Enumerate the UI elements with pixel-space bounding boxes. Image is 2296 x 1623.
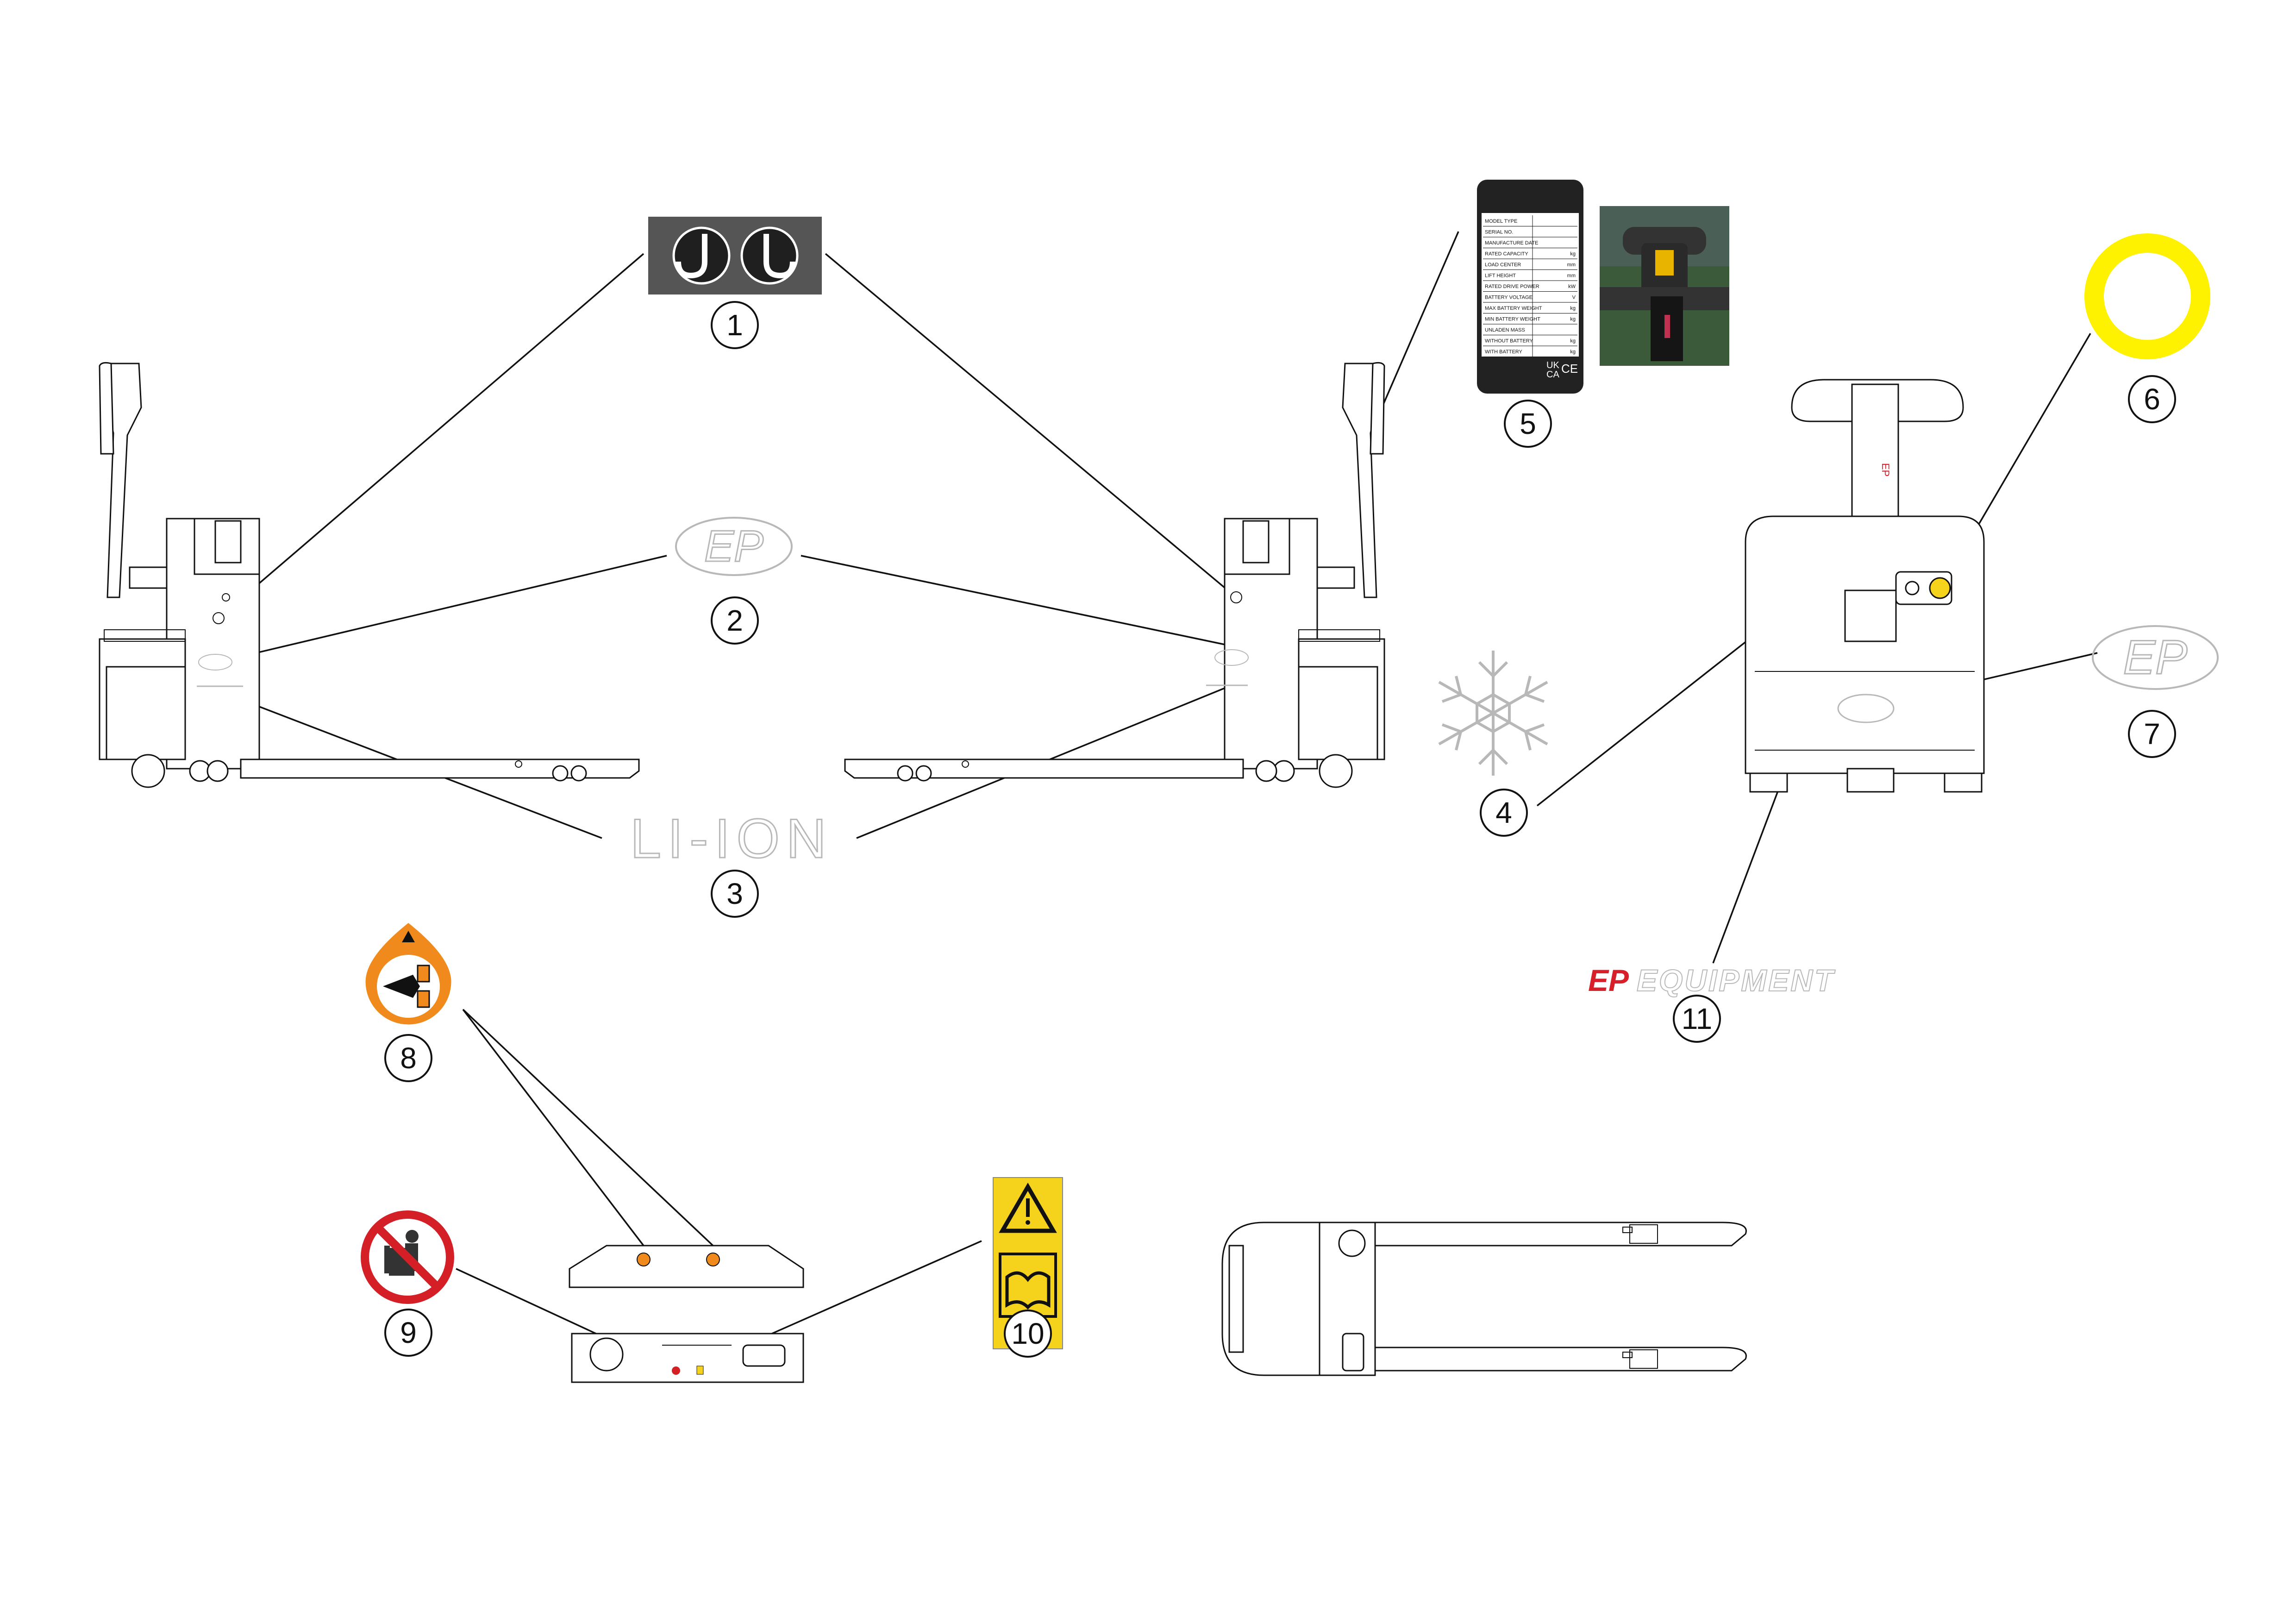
leader-2a <box>226 555 667 661</box>
nameplate-row-label: LOAD CENTER <box>1485 262 1521 268</box>
nameplate-row-unit: kg <box>1570 306 1576 311</box>
nameplate-row-label: SERIAL NO. <box>1485 230 1513 235</box>
callout-2: 2 <box>711 596 759 645</box>
callout-11: 11 <box>1673 995 1721 1043</box>
truck-rear-view: EP <box>1745 379 1985 793</box>
hook-icon <box>672 226 731 285</box>
decal-brand-logo: EP <box>675 517 793 576</box>
callout-3-label: 3 <box>726 877 743 910</box>
callout-8: 8 <box>384 1034 432 1082</box>
nameplate-mark-ce: CE <box>1561 362 1578 376</box>
leader-1a <box>218 253 644 619</box>
handle-brand-marking: EP <box>1880 463 1891 476</box>
callout-10-label: 10 <box>1011 1317 1044 1350</box>
nameplate-row-label: MIN BATTERY WEIGHT <box>1485 317 1540 322</box>
callout-3: 3 <box>711 870 759 918</box>
decal-brand-logo-rear: EP <box>2092 625 2219 690</box>
nameplate-row-label: MAX BATTERY WEIGHT <box>1485 306 1542 311</box>
lithium-logo-text: LI-ION <box>630 808 832 870</box>
nameplate-row-unit: mm <box>1567 262 1576 268</box>
nameplate-row-unit: mm <box>1567 273 1576 279</box>
wordmark-text: EQUIPMENT <box>1637 963 1835 997</box>
nameplate-row-unit: V <box>1572 295 1576 301</box>
yellow-ring-icon <box>2084 233 2210 359</box>
callout-7: 7 <box>2128 710 2176 758</box>
truck-side-view-left <box>99 362 640 788</box>
nameplate-row-unit: kg <box>1570 317 1576 322</box>
callout-5: 5 <box>1504 400 1552 448</box>
nameplate-row-label: RATED DRIVE POWER <box>1485 284 1539 289</box>
nameplate-row-unit: kW <box>1568 284 1576 289</box>
nameplate-rows: MODEL TYPE SERIAL NO. MANUFACTURE DATE RATE… <box>1483 215 1577 357</box>
callout-2-label: 2 <box>726 604 743 637</box>
nameplate-row-unit: kg <box>1570 251 1576 257</box>
truck-top-view <box>1221 1222 1747 1376</box>
leader-2b <box>801 555 1232 647</box>
callout-5-label: 5 <box>1520 407 1536 440</box>
hook-icon <box>740 226 799 285</box>
callout-7-label: 7 <box>2144 717 2160 751</box>
callout-9: 9 <box>384 1309 432 1357</box>
nameplate-mark-ca: CA <box>1546 370 1559 380</box>
nameplate-location-photo <box>1600 206 1729 366</box>
leader-8a <box>462 1009 644 1247</box>
callout-1-label: 1 <box>726 308 743 342</box>
callout-1: 1 <box>711 301 759 349</box>
truck-side-view-right <box>844 362 1385 788</box>
leader-1b <box>825 253 1237 598</box>
nameplate-row-label: RATED CAPACITY <box>1485 251 1528 257</box>
nameplate-mark-uk: UK <box>1546 360 1559 370</box>
nameplate-row-label: MANUFACTURE DATE <box>1485 240 1538 246</box>
brand-logo-text: EP <box>704 521 763 571</box>
callout-9-label: 9 <box>400 1316 417 1349</box>
battery-cover-bottom-part <box>571 1333 804 1383</box>
callout-4: 4 <box>1480 789 1528 837</box>
nameplate-row-label: WITH BATTERY <box>1485 349 1523 355</box>
wordmark-prefix: EP <box>1588 963 1629 997</box>
leader-6 <box>1962 333 2091 551</box>
nameplate-row-unit: kg <box>1570 338 1576 344</box>
no-riding-icon <box>361 1210 454 1304</box>
leader-8b <box>462 1009 714 1247</box>
callout-6: 6 <box>2128 375 2176 423</box>
decal-brand-wordmark: EP EQUIPMENT <box>1588 963 1835 998</box>
callout-4-label: 4 <box>1495 796 1512 829</box>
nameplate-row-label: UNLADEN MASS <box>1485 327 1525 333</box>
nameplate-row-label: WITHOUT BATTERY <box>1485 338 1533 344</box>
callout-6-label: 6 <box>2144 382 2160 416</box>
nameplate-row-unit: kg <box>1570 349 1576 355</box>
callout-11-label: 11 <box>1682 1002 1712 1035</box>
decal-nameplate: MODEL TYPE SERIAL NO. MANUFACTURE DATE RATE… <box>1477 180 1583 394</box>
callout-10: 10 <box>1004 1310 1052 1358</box>
decal-lithium-logo: LI-ION <box>630 807 832 871</box>
nameplate-row-label: MODEL TYPE <box>1485 219 1517 224</box>
battery-cover-top-part <box>569 1245 804 1288</box>
callout-8-label: 8 <box>400 1041 417 1075</box>
brand-logo-rear-text: EP <box>2123 631 2188 684</box>
nameplate-row-label: BATTERY VOLTAGE <box>1485 295 1533 301</box>
decal-lifting-points <box>648 217 822 295</box>
snowflake-icon <box>1438 651 1548 776</box>
nameplate-row-label: LIFT HEIGHT <box>1485 273 1516 279</box>
hand-crush-warning-icon <box>363 920 454 1027</box>
